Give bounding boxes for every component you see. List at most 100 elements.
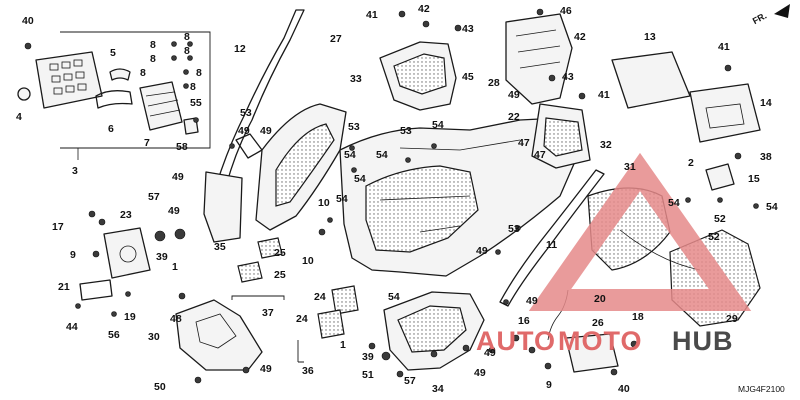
callout-number: 53 — [400, 125, 412, 137]
small-bracket-part — [79, 279, 113, 301]
callout-number: 49 — [474, 367, 486, 379]
callout-number: 8 — [196, 67, 202, 79]
callout-number: 17 — [52, 221, 64, 233]
callout-number: 27 — [330, 33, 342, 45]
small-mount-part — [705, 163, 735, 191]
callout-number: 54 — [354, 173, 366, 185]
callout-number: 6 — [108, 123, 114, 135]
callout-number: 8 — [184, 31, 190, 43]
callout-number: 43 — [462, 23, 474, 35]
watermark-triangle-logo — [528, 152, 752, 311]
callout-number: 24 — [296, 313, 308, 325]
callout-number: 53 — [240, 107, 252, 119]
callout-number: 13 — [644, 31, 656, 43]
callout-number: 42 — [574, 31, 586, 43]
callout-number: 54 — [766, 201, 778, 213]
callout-number: 18 — [632, 311, 644, 323]
pad-part — [257, 237, 283, 259]
pad-part — [331, 285, 359, 315]
callout-number: 47 — [534, 149, 546, 161]
callout-number: 4 — [16, 111, 22, 123]
callout-number: 49 — [172, 171, 184, 183]
callout-number: 49 — [476, 245, 488, 257]
callout-number: 49 — [168, 205, 180, 217]
callout-number: 8 — [140, 67, 146, 79]
callout-number: 49 — [238, 125, 250, 137]
callout-number: 50 — [154, 381, 166, 393]
callout-number: 41 — [366, 9, 378, 21]
callout-number: 38 — [760, 151, 772, 163]
callout-number: 56 — [108, 329, 120, 341]
direction-indicator: FR. — [751, 4, 790, 26]
callout-number: 5 — [110, 47, 116, 59]
front-arrow-icon — [774, 4, 790, 18]
cover-clip-part — [95, 90, 133, 109]
callout-number: 8 — [184, 45, 190, 57]
watermark-brand-auto: AUTO — [476, 326, 556, 356]
callout-number: 46 — [560, 5, 572, 17]
watermark-brand-moto: MOTO — [558, 326, 643, 356]
callout-number: 51 — [362, 369, 374, 381]
callout-number: 9 — [70, 249, 76, 261]
callout-number: 12 — [234, 43, 246, 55]
callout-number: 49 — [508, 89, 520, 101]
callout-number: 8 — [150, 39, 156, 51]
side-cover-lower-right — [689, 83, 761, 143]
callout-number: 3 — [72, 165, 78, 177]
callout-number: 9 — [546, 379, 552, 391]
callout-number: 24 — [314, 291, 326, 303]
callout-number: 45 — [462, 71, 474, 83]
callout-number: 29 — [726, 313, 738, 325]
callout-number: 2 — [688, 157, 694, 169]
watermark-brand-hub: HUB — [672, 326, 734, 356]
inner-panel-left — [203, 171, 243, 243]
direction-label: FR. — [751, 10, 768, 26]
grommet-pod-part — [103, 227, 151, 279]
wire-clip-part — [109, 68, 131, 81]
callout-number: 8 — [190, 81, 196, 93]
lower-right-panel — [565, 333, 619, 373]
lower-tray-part — [175, 299, 263, 371]
callout-number: 11 — [546, 239, 557, 251]
callout-number: 52 — [714, 213, 726, 225]
callout-number: 40 — [22, 15, 34, 27]
knob-part — [17, 87, 31, 101]
callout-number: 57 — [404, 375, 416, 387]
callout-number: 43 — [562, 71, 574, 83]
callout-number: 26 — [592, 317, 604, 329]
callout-number: 42 — [418, 3, 430, 15]
callout-number: 10 — [302, 255, 314, 267]
pad-part — [317, 309, 345, 339]
callout-number: 49 — [260, 363, 272, 375]
callout-number: 30 — [148, 331, 160, 343]
callout-number: 39 — [362, 351, 374, 363]
unit-box-part — [139, 81, 183, 131]
callout-number: 1 — [172, 261, 178, 273]
upper-bracket-part — [505, 13, 573, 105]
callout-number: 35 — [214, 241, 226, 253]
callout-number: 52 — [708, 231, 720, 243]
callout-number: 14 — [760, 97, 772, 109]
watermark: AUTO MOTO HUB — [476, 152, 752, 356]
edge-trim-part — [499, 169, 605, 307]
callout-number: 54 — [432, 119, 444, 131]
fasteners — [24, 8, 759, 384]
callout-number: 53 — [508, 223, 520, 235]
callout-number: 28 — [488, 77, 500, 89]
callout-number: 40 — [618, 383, 630, 395]
callout-number: 44 — [66, 321, 78, 333]
callout-number: 15 — [748, 173, 760, 185]
callout-number: 10 — [318, 197, 330, 209]
callout-number: 54 — [668, 197, 680, 209]
callout-number: 32 — [600, 139, 612, 151]
callout-number: 1 — [340, 339, 346, 351]
callout-number: 19 — [124, 311, 136, 323]
callout-number: 49 — [526, 295, 538, 307]
side-cover-upper-right — [611, 51, 691, 109]
callout-number: 49 — [484, 347, 496, 359]
callout-number: 41 — [598, 89, 610, 101]
switch-panel-group — [17, 31, 211, 160]
callout-number: 16 — [518, 315, 530, 327]
callout-number: 33 — [350, 73, 362, 85]
